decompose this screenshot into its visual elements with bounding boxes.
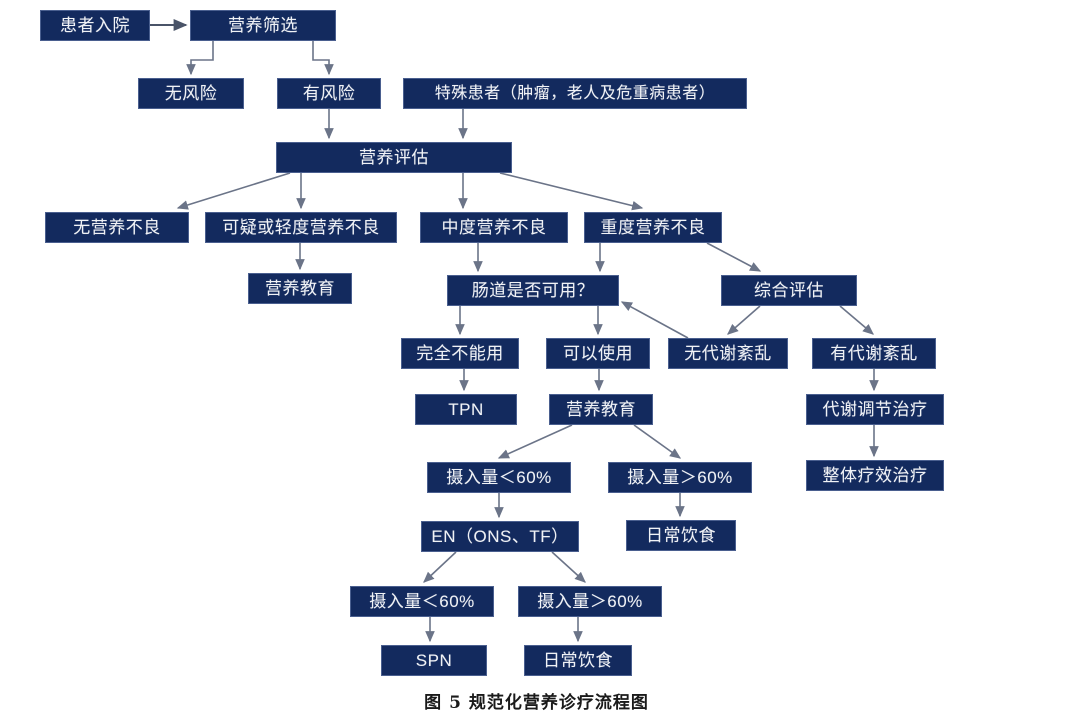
flow-node-n29[interactable]: 日常饮食 — [524, 645, 632, 676]
edge-comprehensive-to-metabolic — [839, 305, 874, 335]
flow-node-n19[interactable]: 营养教育 — [549, 394, 653, 425]
flow-node-n18[interactable]: TPN — [415, 394, 517, 425]
figure-caption: 图 5 规范化营养诊疗流程图 — [424, 693, 649, 713]
flow-node-n14[interactable]: 完全不能用 — [401, 338, 519, 369]
flow-node-n10[interactable]: 重度营养不良 — [584, 212, 722, 243]
flow-node-n26[interactable]: 摄入量＜60% — [350, 586, 494, 617]
edge-comprehensive-to-nometabolic — [727, 305, 761, 335]
flow-node-n27[interactable]: 摄入量＞60% — [518, 586, 662, 617]
flow-node-n11[interactable]: 营养教育 — [248, 273, 352, 304]
edge-screening-to-norisk — [186, 41, 214, 76]
flow-node-n06[interactable]: 营养评估 — [276, 142, 512, 173]
flow-node-n01[interactable]: 患者入院 — [40, 10, 150, 41]
edge-screening-to-risk — [312, 41, 334, 76]
flow-node-n09[interactable]: 中度营养不良 — [420, 212, 568, 243]
flow-node-n07[interactable]: 无营养不良 — [45, 212, 189, 243]
edge-education2-to-intake-low — [497, 424, 573, 459]
flow-node-n08[interactable]: 可疑或轻度营养不良 — [205, 212, 397, 243]
flow-node-n22[interactable]: 摄入量＞60% — [608, 462, 752, 493]
flow-node-n15[interactable]: 可以使用 — [546, 338, 650, 369]
flow-node-n25[interactable]: 日常饮食 — [626, 520, 736, 551]
flow-node-n03[interactable]: 无风险 — [138, 78, 244, 109]
flow-node-n05[interactable]: 特殊患者（肿瘤，老人及危重病患者） — [403, 78, 747, 109]
flow-node-n24[interactable]: EN（ONS、TF） — [421, 521, 579, 552]
flow-node-n02[interactable]: 营养筛选 — [190, 10, 336, 41]
flow-node-n17[interactable]: 有代谢紊乱 — [812, 338, 936, 369]
edge-nometabolic-to-gut — [620, 301, 689, 339]
flow-node-n23[interactable]: 整体疗效治疗 — [806, 460, 944, 491]
flow-node-n16[interactable]: 无代谢紊乱 — [668, 338, 788, 369]
flow-node-n21[interactable]: 摄入量＜60% — [427, 462, 571, 493]
edge-assessment-to-nomalnutrition — [176, 172, 291, 210]
edge-severe-to-comprehensive — [706, 242, 762, 272]
edge-education2-to-intake-high — [633, 424, 682, 459]
flow-node-n13[interactable]: 综合评估 — [721, 275, 857, 306]
flow-node-n28[interactable]: SPN — [381, 645, 487, 676]
edge-en-to-intake-high2 — [551, 551, 586, 583]
edge-assessment-to-severe — [499, 172, 644, 211]
flow-node-n04[interactable]: 有风险 — [277, 78, 381, 109]
edge-en-to-intake-low2 — [423, 551, 457, 583]
flow-node-n20[interactable]: 代谢调节治疗 — [806, 394, 944, 425]
flow-node-n12[interactable]: 肠道是否可用？ — [447, 275, 619, 306]
